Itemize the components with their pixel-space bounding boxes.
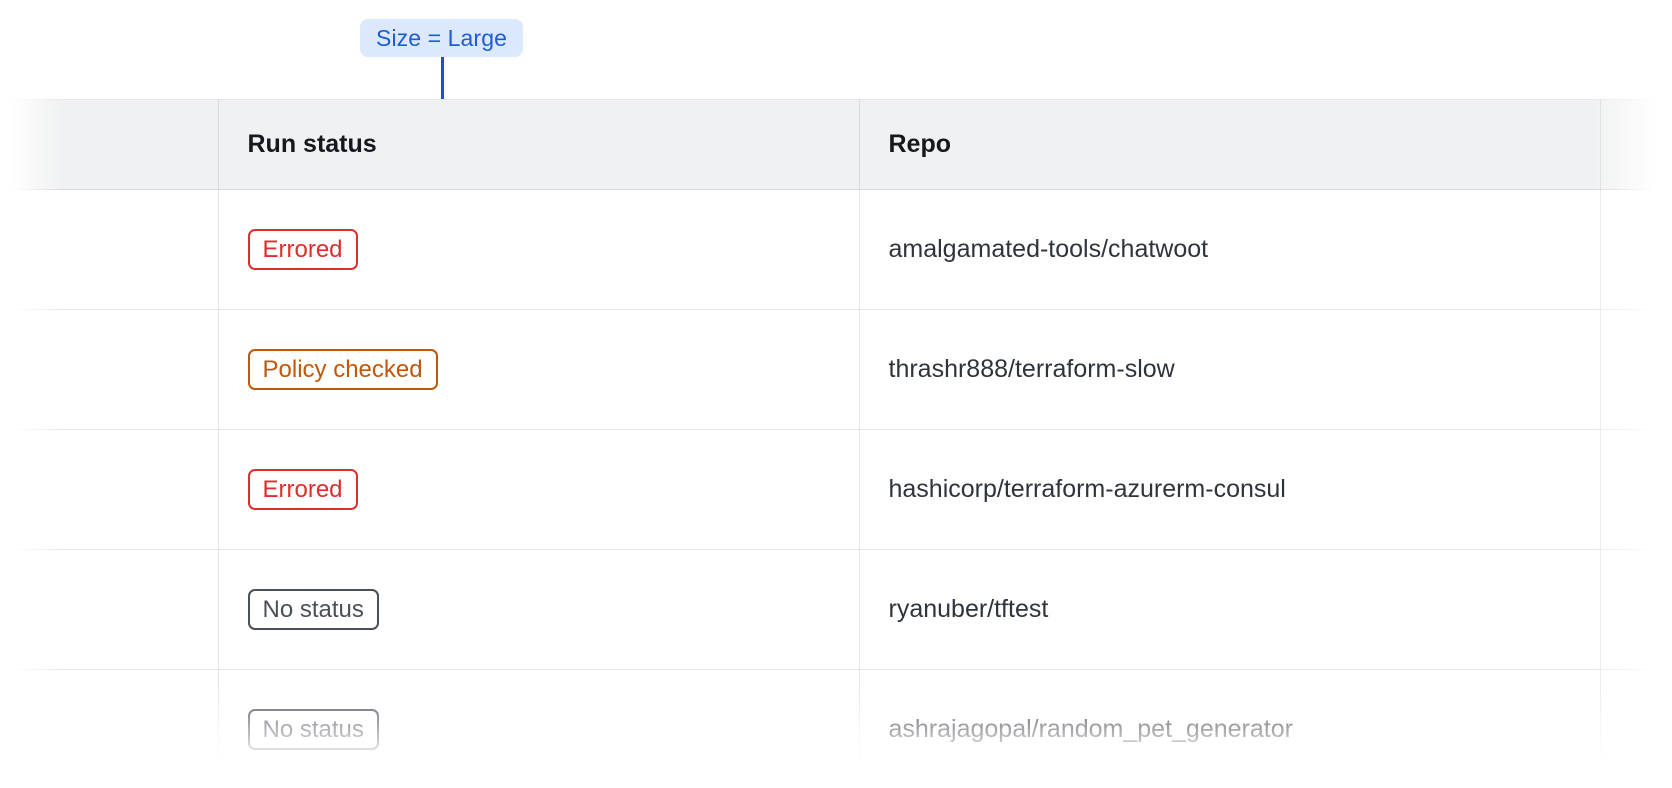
repo-cell[interactable]: ashrajagopal/random_pet_generator xyxy=(859,669,1601,788)
column-header-extra[interactable] xyxy=(1600,99,1672,190)
repo-cell[interactable]: amalgamated-tools/chatwoot xyxy=(859,189,1601,310)
table-row[interactable]: No status ashrajagopal/random_pet_generat… xyxy=(0,669,1672,788)
table-row[interactable]: Errored hashicorp/terraform-azurerm-consu… xyxy=(0,429,1672,550)
status-badge[interactable]: Errored xyxy=(247,229,358,270)
run-status-cell: No status xyxy=(218,549,860,670)
table-row[interactable]: Policy checked thrashr888/terraform-slow xyxy=(0,309,1672,430)
column-header-select[interactable] xyxy=(0,99,219,190)
row-select-cell[interactable] xyxy=(0,429,219,550)
row-select-cell[interactable] xyxy=(0,189,219,310)
extra-cell xyxy=(1600,429,1672,550)
column-header-run-status[interactable]: Run status xyxy=(218,99,860,190)
repo-cell[interactable]: hashicorp/terraform-azurerm-consul xyxy=(859,429,1601,550)
extra-cell xyxy=(1600,549,1672,670)
run-status-cell: Errored xyxy=(218,189,860,310)
column-header-repo[interactable]: Repo xyxy=(859,99,1601,190)
runs-table-container: Run status Repo Errored amalgamated-tools… xyxy=(0,99,1672,788)
table-header: Run status Repo xyxy=(0,99,1672,190)
extra-cell xyxy=(1600,309,1672,430)
status-badge[interactable]: No status xyxy=(247,709,379,750)
status-badge[interactable]: No status xyxy=(247,589,379,630)
row-select-cell[interactable] xyxy=(0,669,219,788)
table-row[interactable]: No status ryanuber/tftest xyxy=(0,549,1672,670)
repo-cell[interactable]: thrashr888/terraform-slow xyxy=(859,309,1601,430)
callout-label: Size = Large xyxy=(376,24,507,51)
runs-table: Run status Repo Errored amalgamated-tools… xyxy=(0,99,1672,788)
extra-cell xyxy=(1600,189,1672,310)
status-badge[interactable]: Errored xyxy=(247,469,358,510)
run-status-cell: Errored xyxy=(218,429,860,550)
table-header-row: Run status Repo xyxy=(0,99,1672,190)
size-large-callout: Size = Large xyxy=(360,19,523,57)
repo-cell[interactable]: ryanuber/tftest xyxy=(859,549,1601,670)
extra-cell xyxy=(1600,669,1672,788)
row-select-cell[interactable] xyxy=(0,309,219,430)
run-status-cell: Policy checked xyxy=(218,309,860,430)
table-row[interactable]: Errored amalgamated-tools/chatwoot xyxy=(0,189,1672,310)
status-badge[interactable]: Policy checked xyxy=(247,349,438,390)
run-status-cell: No status xyxy=(218,669,860,788)
row-select-cell[interactable] xyxy=(0,549,219,670)
